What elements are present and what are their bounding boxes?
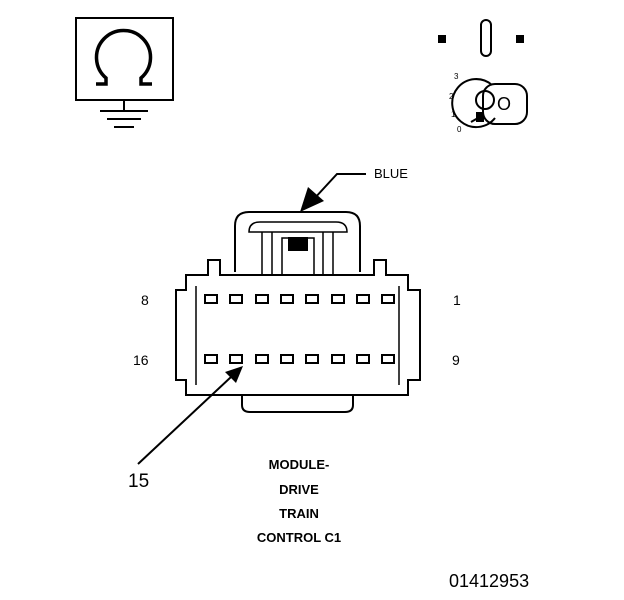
highlighted-pin-label: 15 [128,471,150,492]
key-position-0: 0 [457,125,462,134]
connector-housing [175,211,421,413]
key-position-3: 3 [454,72,459,81]
key-position-2: 2 [449,92,454,101]
pin-label-bottom-left: 16 [133,352,149,368]
key-position-1: 1 [451,110,456,119]
pin-label-top-right: 1 [453,292,461,308]
pin-label-bottom-right: 9 [452,352,460,368]
connector-title-line-1: MODULE- [268,457,330,472]
pin-row-bottom [204,354,395,364]
ohmmeter-ground-icon [75,17,174,128]
color-callout-arrow [300,173,366,212]
pin-label-top-left: 8 [141,292,149,308]
connector-title-line-3: TRAIN [279,506,319,521]
pin-15-arrow [137,366,243,465]
pin-15 [229,354,243,364]
key-letter: O [497,94,512,114]
connector-title-line-4: CONTROL C1 [256,530,342,545]
connector-title-line-2: DRIVE [279,482,319,497]
figure-id: 01412953 [449,571,530,591]
ignition-key-icon [438,19,528,129]
pin-row-top [204,294,395,304]
connector-color-label: BLUE [374,166,408,181]
